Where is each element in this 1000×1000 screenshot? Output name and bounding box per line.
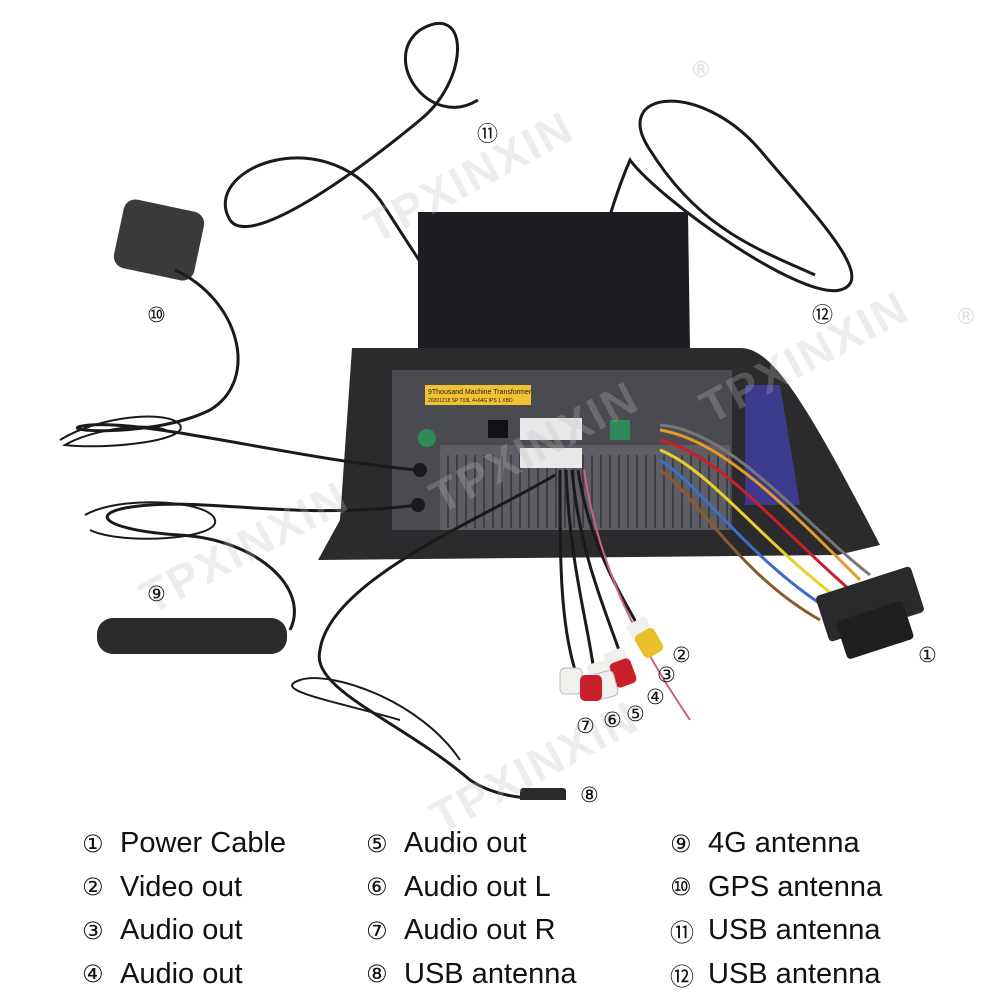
callout-12: ⑫ — [812, 303, 833, 327]
4g-cable-coil — [84, 501, 217, 540]
callout-8: ⑧ — [580, 783, 599, 807]
legend-label: USB antenna — [708, 914, 881, 947]
legend-label: 4G antenna — [708, 827, 860, 860]
legend-num: ⑤ — [366, 829, 388, 858]
4g-antenna-bar — [97, 618, 287, 654]
legend-label: USB antenna — [404, 957, 577, 990]
rca-plug-video — [626, 616, 664, 658]
legend-num: ④ — [82, 960, 104, 989]
legend-label: Audio out — [120, 914, 243, 947]
legend-num: ① — [82, 829, 104, 858]
legend-label: Audio out — [404, 827, 527, 860]
legend-label: Power Cable — [120, 827, 287, 860]
callout-9: ⑨ — [147, 582, 166, 606]
callout-1: ① — [918, 643, 937, 667]
legend-item-4: ④ Audio out — [82, 953, 286, 997]
callout-7: ⑦ — [576, 714, 595, 738]
legend-item-1: ① Power Cable — [82, 822, 286, 866]
antenna-jack-upper — [413, 463, 427, 477]
legend-num: ⑦ — [366, 916, 388, 945]
4g-antenna-cable — [105, 502, 419, 631]
legend-label: Video out — [120, 870, 243, 903]
legend-num: ⑥ — [366, 873, 388, 902]
connector-block-top — [520, 418, 582, 440]
legend-item-10: ⑩ GPS antenna — [670, 866, 882, 910]
model-label-line2: 20201218 SP T03L 4+64G IPS 1 XBD — [428, 398, 513, 404]
wiring-illustration: 9Thousand Machine Transformer 20201218 S… — [59, 22, 924, 803]
legend-item-3: ③ Audio out — [82, 909, 286, 953]
green-port-left — [418, 429, 436, 447]
gps-antenna-cable — [75, 268, 419, 472]
legend-item-7: ⑦ Audio out R — [366, 909, 577, 953]
legend-item-2: ② Video out — [82, 866, 286, 910]
usb-plug-8 — [520, 788, 566, 803]
legend-num: ⑨ — [670, 829, 692, 858]
callout-11: ⑪ — [477, 122, 498, 146]
legend-label: GPS antenna — [708, 870, 883, 903]
legend-num: ⑩ — [670, 873, 692, 902]
legend-item-5: ⑤ Audio out — [366, 822, 577, 866]
legend-item-8: ⑧ USB antenna — [366, 953, 577, 997]
screen-panel — [418, 212, 690, 350]
legend-item-12: ⑫ USB antenna — [670, 953, 882, 997]
legend-column-1: ① Power Cable ② Video out ③ Audio out ④ Audi… — [82, 822, 286, 996]
legend-label: Audio out L — [404, 870, 551, 903]
legend-item-6: ⑥ Audio out L — [366, 866, 577, 910]
legend-item-11: ⑪ USB antenna — [670, 909, 882, 953]
callout-10: ⑩ — [147, 303, 166, 327]
legend-num: ③ — [82, 916, 104, 945]
callout-5: ⑤ — [626, 702, 645, 726]
ethernet-port — [488, 420, 508, 438]
legend-label: USB antenna — [708, 957, 881, 990]
wiring-diagram: 9Thousand Machine Transformer 20201218 S… — [59, 22, 977, 844]
legend-item-9: ⑨ 4G antenna — [670, 822, 882, 866]
legend-column-2: ⑤ Audio out ⑥ Audio out L ⑦ Audio out R ⑧ US… — [366, 822, 577, 996]
legend-num: ② — [82, 873, 104, 902]
callout-2: ② — [672, 643, 691, 667]
rca-plug-left — [559, 667, 583, 695]
legend-label: Audio out — [120, 957, 243, 990]
gps-antenna-puck — [113, 199, 205, 281]
usb-cable-8 — [317, 473, 566, 800]
green-port-right — [610, 420, 630, 440]
callout-6: ⑥ — [603, 708, 622, 732]
watermark-reg-top: ® — [690, 58, 712, 83]
legend-label: Audio out R — [404, 914, 556, 947]
rca-plug-audio-red — [603, 647, 637, 688]
watermark-reg-right: ® — [955, 305, 977, 330]
model-label-line1: 9Thousand Machine Transformer — [428, 389, 532, 396]
usb-cable-11 — [223, 22, 561, 422]
usb-cable-8-loop — [291, 677, 461, 761]
callout-3: ③ — [657, 663, 676, 687]
usb-cable-12 — [566, 99, 854, 421]
model-label: 9Thousand Machine Transformer 20201218 S… — [425, 385, 532, 405]
heatsink-fins — [447, 455, 728, 528]
callout-4: ④ — [646, 685, 665, 709]
power-connector — [816, 566, 924, 659]
legend-num: ⑧ — [366, 960, 388, 989]
connector-block-bottom — [520, 448, 582, 468]
rca-plug-right — [580, 675, 602, 701]
power-harness-wires — [659, 423, 871, 622]
gps-cable-coil — [59, 415, 182, 448]
legend-num: ⑪ — [670, 919, 694, 948]
legend-num: ⑫ — [670, 962, 694, 991]
